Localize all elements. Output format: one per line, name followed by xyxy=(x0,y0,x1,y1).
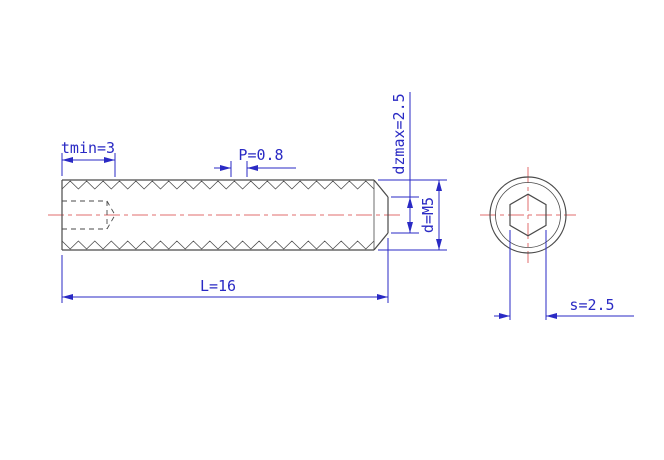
dimension-arrow xyxy=(62,294,73,300)
dimension-arrow xyxy=(62,157,73,163)
centerlines xyxy=(48,167,576,263)
dim-label-socket-depth: tmin=3 xyxy=(61,139,115,157)
dimension-lines xyxy=(61,92,634,320)
dim-label-length: L=16 xyxy=(200,277,236,295)
dimension-arrow xyxy=(407,222,413,233)
socket-cone-bottom xyxy=(106,214,116,230)
end-view-chamfer-circle xyxy=(495,182,561,248)
dimension-arrow xyxy=(104,157,115,163)
dimension-arrow xyxy=(436,239,442,250)
dim-label-thread-diameter: d=M5 xyxy=(419,197,437,233)
dimension-arrow xyxy=(436,180,442,191)
dimension-arrow xyxy=(499,313,510,319)
hex-socket xyxy=(509,193,547,237)
end-view-outer-circle xyxy=(489,176,567,254)
thread-profile-bottom xyxy=(61,240,375,250)
dimension-arrow xyxy=(546,313,557,319)
dimension-arrow xyxy=(247,165,258,171)
socket-cone-top xyxy=(106,200,116,216)
thread-profile-top xyxy=(61,180,375,190)
bottom-chamfer xyxy=(373,232,389,251)
dim-label-cup-point-diameter: dzmax=2.5 xyxy=(390,93,408,174)
hex-socket-hidden-lines xyxy=(62,200,116,230)
screw-end-view xyxy=(489,176,567,254)
dim-label-hex-width: s=2.5 xyxy=(569,296,614,314)
top-chamfer xyxy=(373,179,389,198)
dimension-arrow xyxy=(407,197,413,208)
dim-label-pitch: P=0.8 xyxy=(238,146,283,164)
dimension-arrow xyxy=(377,294,388,300)
screw-side-view-outline xyxy=(61,179,389,251)
dimension-arrow xyxy=(220,165,231,171)
